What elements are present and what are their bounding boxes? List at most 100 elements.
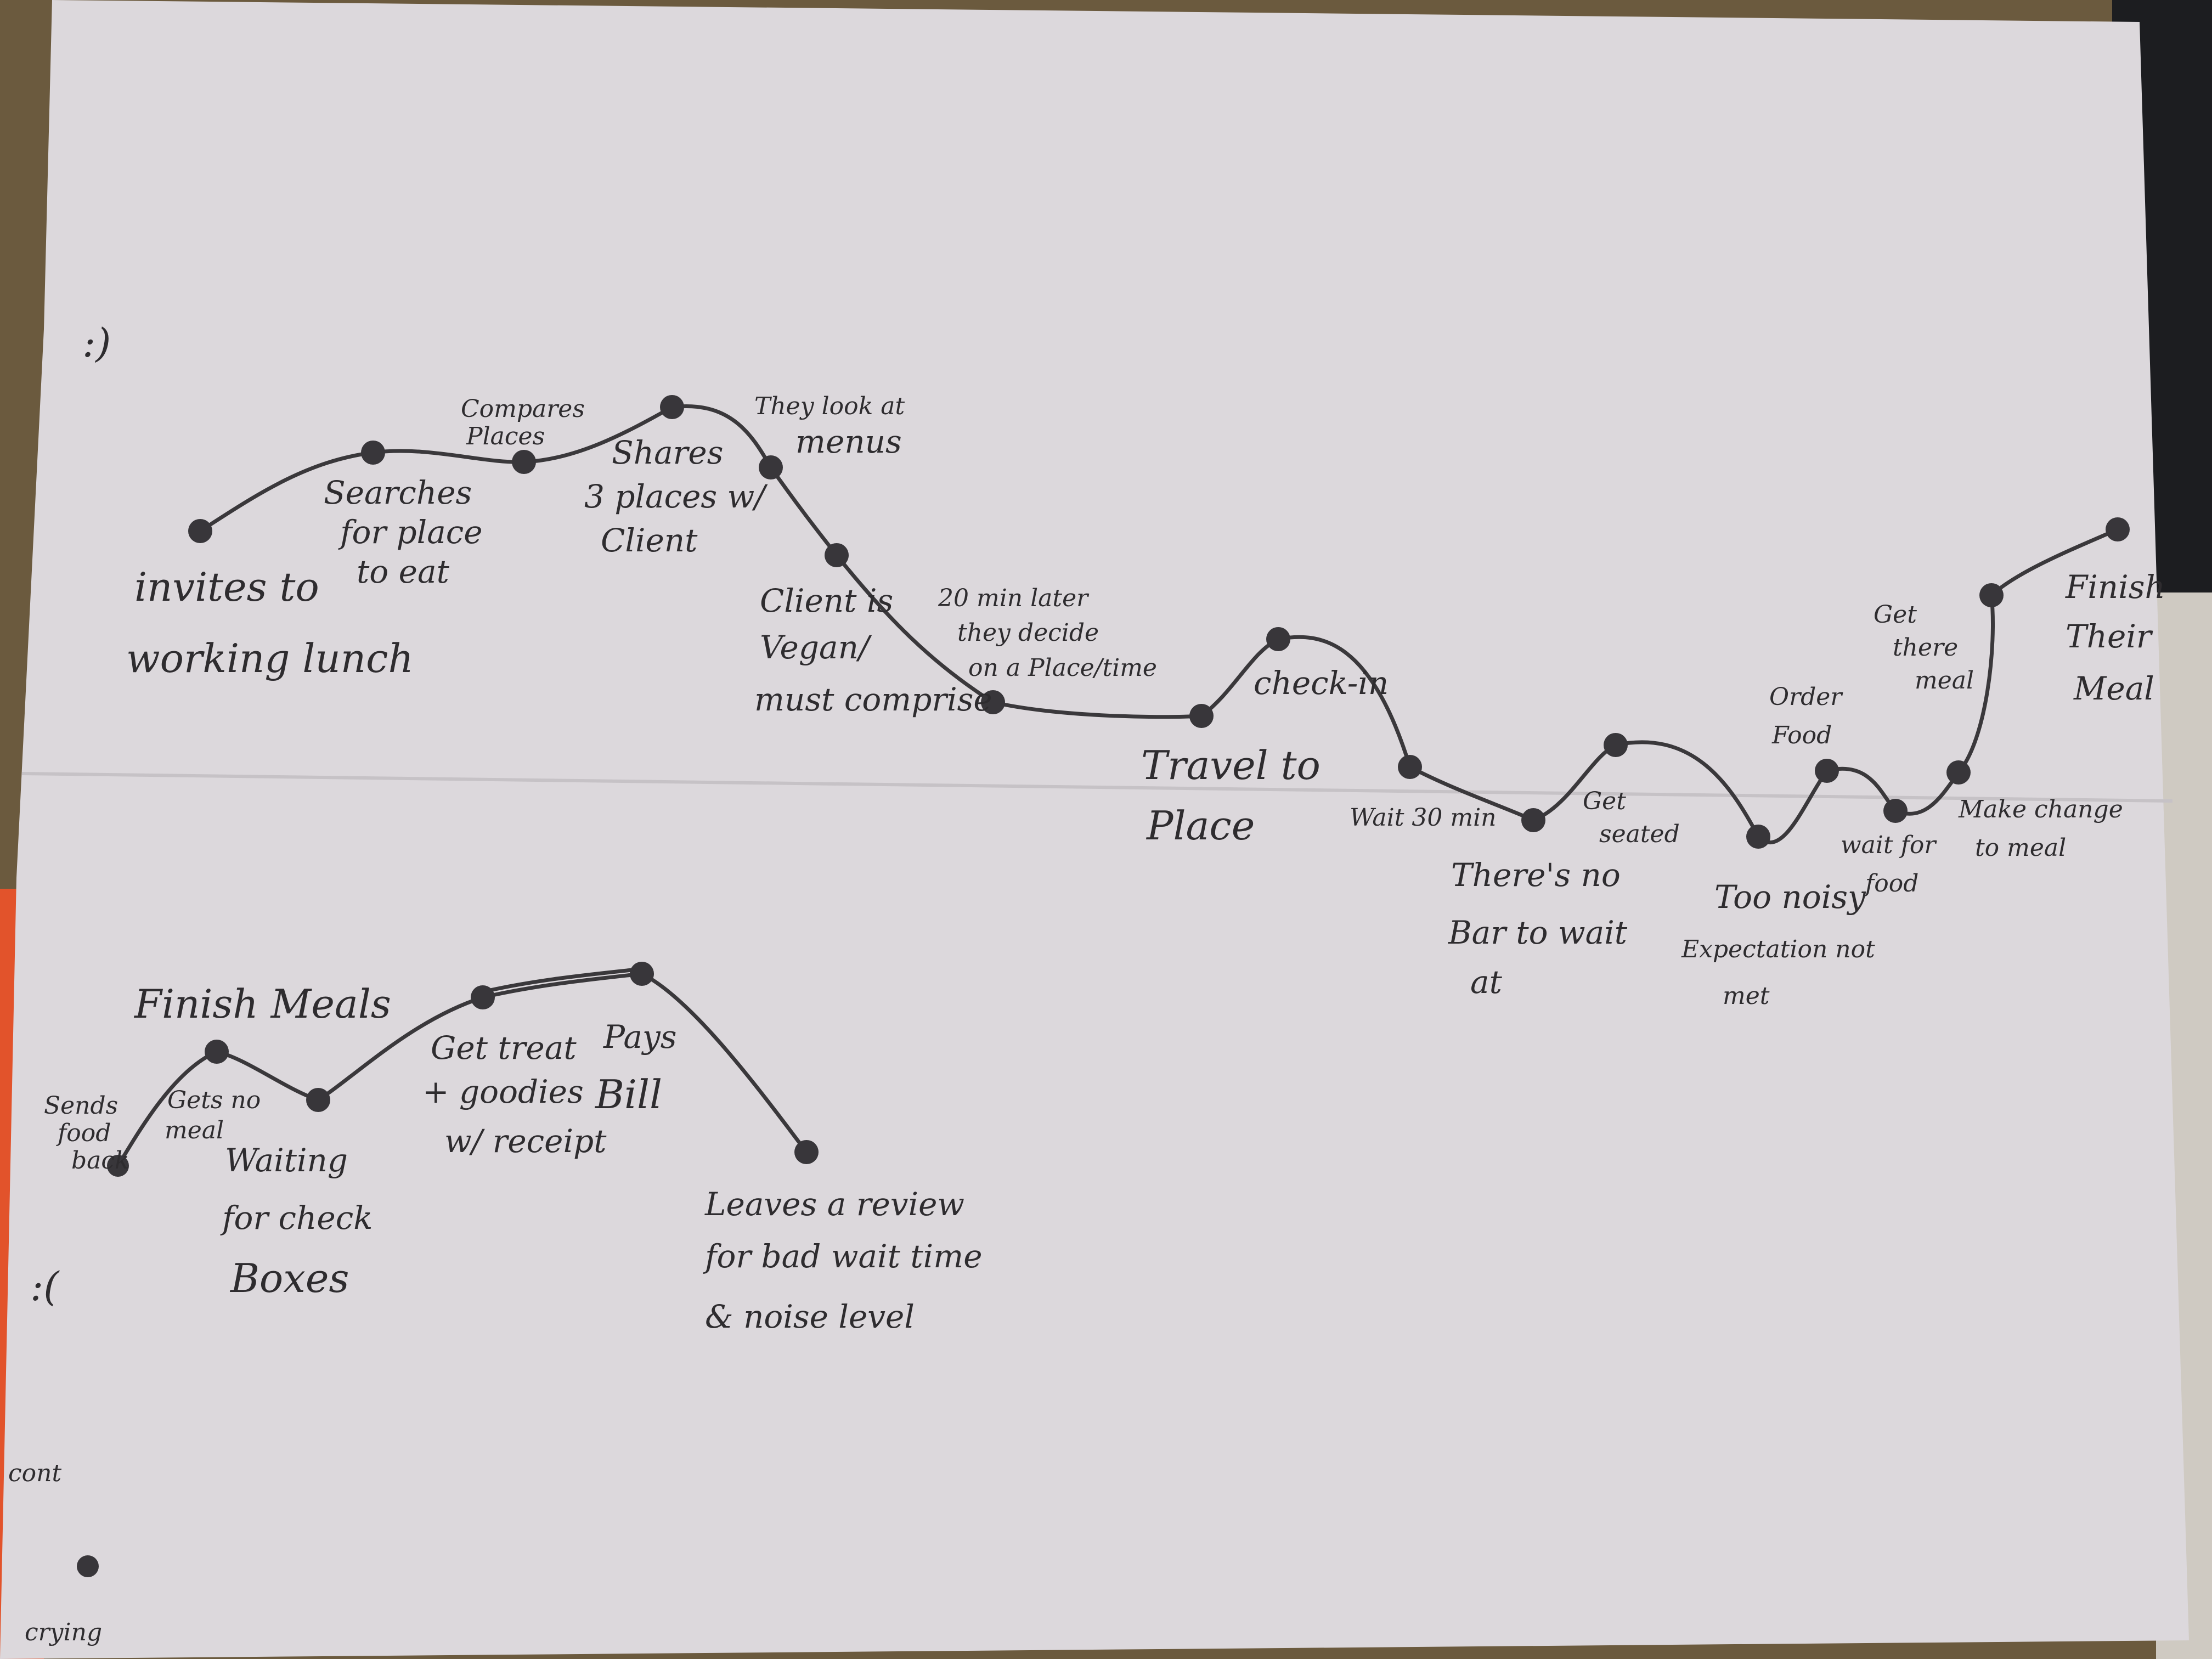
sad-face: :( [30, 1263, 60, 1310]
label-searches: Searches for place to eat [324, 474, 483, 590]
label-no-bar: There's no Bar to wait at [1448, 856, 1628, 1001]
label-pays: Pays Bill [594, 1018, 677, 1118]
svg-text:Leaves a review: Leaves a review [704, 1186, 964, 1223]
svg-text:seated: seated [1599, 820, 1680, 848]
svg-text:must comprise: must comprise [754, 681, 992, 718]
node-wait-food [1883, 799, 1908, 823]
label-decide: 20 min later they decide on a Place/time [938, 584, 1157, 682]
svg-text:Gets no: Gets no [167, 1086, 261, 1114]
label-checkin: check-in [1254, 664, 1389, 702]
svg-text:Get treat: Get treat [431, 1029, 577, 1066]
svg-text:invites to: invites to [134, 564, 319, 610]
node-change [1946, 760, 1971, 785]
node-order [1815, 759, 1839, 783]
svg-text:Get: Get [1874, 601, 1917, 629]
node-waiting-boxes [306, 1088, 330, 1112]
svg-text:They look at: They look at [754, 392, 905, 420]
svg-text:Sends: Sends [44, 1092, 118, 1120]
svg-text:Compares: Compares [461, 395, 585, 423]
label-review: Leaves a review for bad wait time & nois… [703, 1186, 983, 1335]
svg-text:there: there [1893, 634, 1958, 662]
svg-text:Get: Get [1583, 787, 1626, 815]
svg-text:at: at [1470, 963, 1503, 1001]
svg-text:meal: meal [1915, 667, 1974, 695]
label-finish-meals: Finish Meals [133, 981, 391, 1027]
svg-text:3 places w/: 3 places w/ [584, 478, 768, 515]
node-pays [630, 962, 654, 986]
svg-text:& noise level: & noise level [705, 1298, 915, 1335]
legend-caption: crying [25, 1618, 102, 1646]
node-wait [1398, 755, 1422, 779]
node-compares [512, 450, 536, 474]
svg-text:to eat: to eat [357, 553, 450, 590]
svg-text:Their: Their [2066, 618, 2153, 655]
node-travel [1189, 704, 1214, 728]
legend-dot [77, 1555, 99, 1577]
svg-text:to meal: to meal [1975, 834, 2066, 862]
node-noisy [1746, 825, 1770, 849]
node-invites [188, 519, 212, 543]
node-shares [660, 395, 684, 419]
svg-text:for place: for place [338, 514, 483, 551]
svg-text:food: food [1864, 870, 1918, 898]
node-decide [981, 690, 1005, 714]
svg-text:Searches: Searches [324, 474, 472, 511]
label-travel: Travel to Place [1141, 742, 1321, 849]
svg-text:Shares: Shares [612, 434, 723, 471]
svg-text:Expectation not: Expectation not [1681, 935, 1875, 963]
svg-text:met: met [1723, 982, 1770, 1010]
svg-text:20 min later: 20 min later [938, 584, 1090, 612]
node-finish-meals [205, 1040, 229, 1064]
svg-text:working lunch: working lunch [126, 635, 414, 681]
label-gets-no-meal: Gets no meal [165, 1086, 261, 1144]
svg-text:Meal: Meal [2073, 670, 2154, 707]
label-get-meal: Get there meal [1874, 601, 1974, 695]
svg-text:menus: menus [795, 423, 902, 460]
svg-text:Places: Places [466, 422, 545, 450]
svg-text:on a Place/time: on a Place/time [968, 654, 1157, 682]
svg-text:Too noisy: Too noisy [1714, 878, 1866, 916]
label-change: Make change to meal [1958, 795, 2123, 862]
node-checkin [1266, 627, 1290, 651]
node-vegan [825, 543, 849, 567]
svg-text:Boxes: Boxes [229, 1255, 349, 1301]
svg-text:Pays: Pays [603, 1018, 677, 1056]
svg-text:There's no: There's no [1451, 856, 1621, 894]
svg-text:Order: Order [1769, 683, 1843, 711]
node-menus [759, 455, 783, 479]
journey-curve-2-trace [481, 967, 644, 994]
happy-face: :) [82, 320, 111, 366]
svg-text:Bar to wait: Bar to wait [1448, 914, 1628, 951]
label-sends-back: Sends food back [44, 1092, 129, 1175]
svg-text:back: back [71, 1147, 129, 1175]
node-no-bar [1521, 808, 1545, 832]
label-vegan: Client is Vegan/ must comprise [754, 582, 992, 718]
label-compares: Compares Places [461, 395, 585, 450]
label-menus: They look at menus [754, 392, 905, 460]
svg-text:Waiting: Waiting [225, 1142, 348, 1179]
svg-text:food: food [56, 1119, 111, 1147]
svg-text:Make change: Make change [1958, 795, 2123, 823]
svg-text:Place: Place [1146, 803, 1255, 849]
svg-text:Travel to: Travel to [1141, 742, 1321, 788]
node-finish [2106, 517, 2130, 541]
svg-text:they decide: they decide [957, 619, 1099, 647]
svg-text:wait for: wait for [1841, 831, 1937, 859]
label-noisy: Too noisy Expectation not met [1681, 878, 1875, 1010]
svg-text:Vegan/: Vegan/ [760, 629, 872, 666]
node-searches [361, 441, 385, 465]
svg-text:Bill: Bill [594, 1071, 662, 1118]
label-invites: invites to working lunch [126, 564, 414, 681]
svg-text:Finish: Finish [2065, 568, 2165, 606]
svg-text:Client is: Client is [760, 582, 893, 619]
label-finish: Finish Their Meal [2065, 568, 2165, 707]
svg-text:w/ receipt: w/ receipt [444, 1122, 607, 1160]
legend-label: cont [8, 1459, 61, 1487]
node-treat [471, 985, 495, 1009]
label-seated: Get seated [1583, 787, 1680, 848]
node-get-meal [1979, 583, 2004, 607]
svg-text:meal: meal [165, 1116, 224, 1144]
paper-fold [21, 772, 2173, 803]
